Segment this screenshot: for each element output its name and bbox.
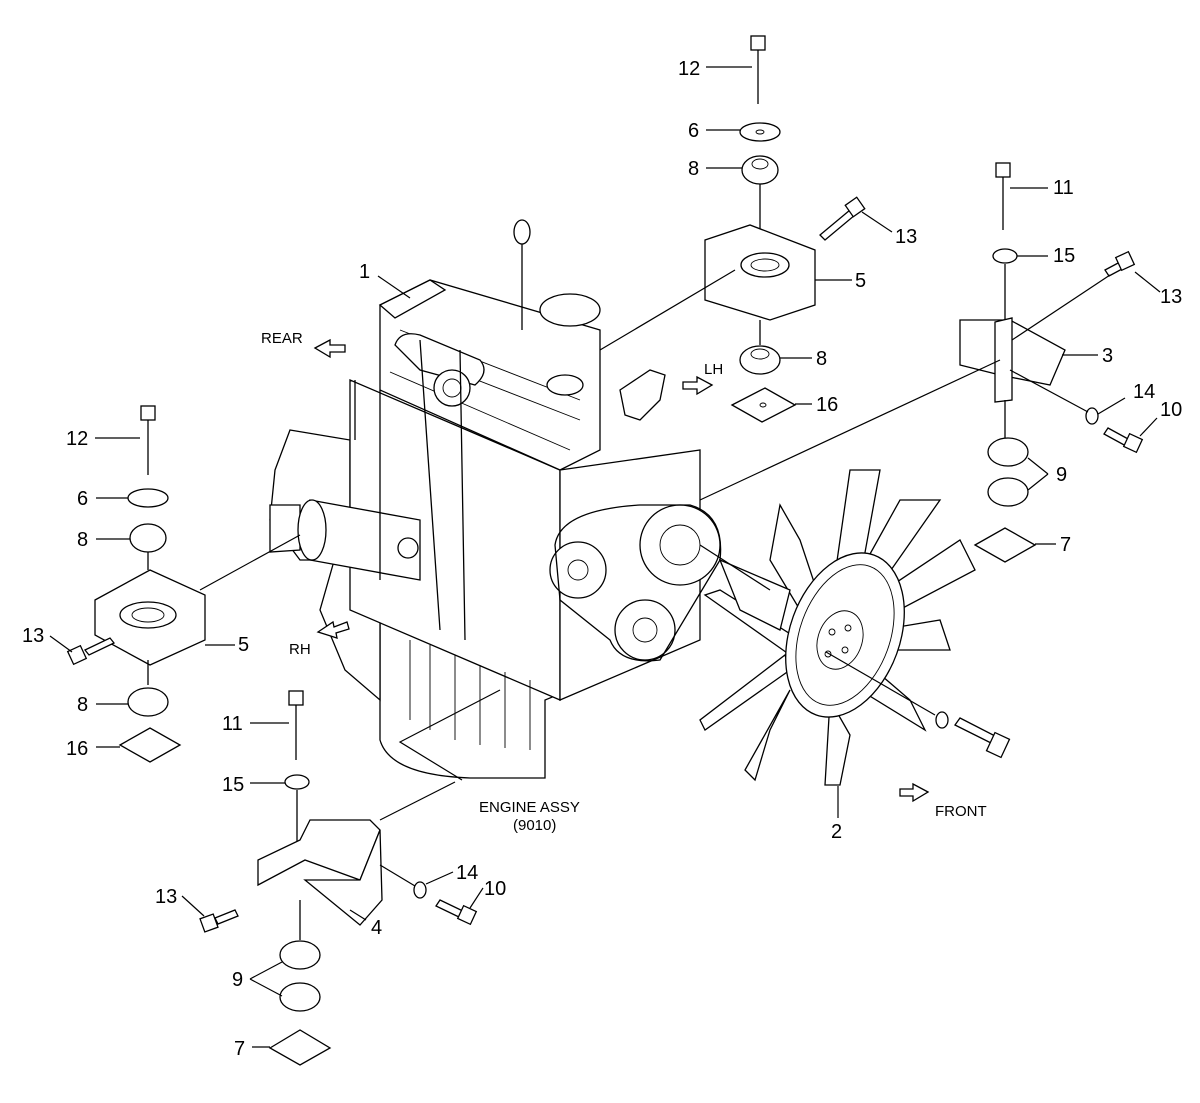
callout-8-left-lower: 8 bbox=[77, 694, 88, 716]
callout-7-right: 7 bbox=[1060, 534, 1071, 556]
callout-leaders bbox=[49, 66, 1161, 1048]
lh-arrow bbox=[682, 375, 714, 396]
engine-code-label: (9010) bbox=[513, 817, 556, 834]
callout-5-top: 5 bbox=[855, 270, 866, 292]
callout-4: 4 bbox=[371, 917, 382, 939]
rear-label: REAR bbox=[261, 330, 303, 347]
callout-5-left: 5 bbox=[238, 634, 249, 656]
callout-9-bottom: 9 bbox=[232, 969, 243, 991]
callout-2: 2 bbox=[831, 821, 842, 843]
cooling-fan bbox=[699, 469, 976, 786]
rear-arrow bbox=[313, 338, 346, 359]
callout-6-left: 6 bbox=[77, 488, 88, 510]
callout-1: 1 bbox=[359, 261, 370, 283]
callout-12-top: 12 bbox=[678, 58, 700, 80]
mount-bottom bbox=[199, 690, 478, 1066]
engine-assembly bbox=[269, 219, 722, 779]
engine-assy-label: ENGINE ASSY bbox=[479, 799, 580, 816]
callout-15-right: 15 bbox=[1053, 245, 1075, 267]
callout-10-bottom: 10 bbox=[484, 878, 506, 900]
callout-14-right: 14 bbox=[1133, 381, 1155, 403]
fan-washer bbox=[935, 711, 949, 729]
callout-13-right: 13 bbox=[1160, 286, 1182, 308]
callout-15-bottom: 15 bbox=[222, 774, 244, 796]
callout-11-bottom: 11 bbox=[222, 713, 243, 735]
callout-13-left: 13 bbox=[22, 625, 44, 647]
callout-16-center: 16 bbox=[816, 394, 838, 416]
front-label: FRONT bbox=[935, 803, 987, 820]
callout-8-top: 8 bbox=[688, 158, 699, 180]
mount-top-center bbox=[704, 35, 866, 423]
front-arrow bbox=[899, 782, 930, 803]
callout-8-left-upper: 8 bbox=[77, 529, 88, 551]
callout-13-top: 13 bbox=[895, 226, 917, 248]
callout-11-right: 11 bbox=[1053, 177, 1074, 199]
callout-8-center: 8 bbox=[816, 348, 827, 370]
mount-right bbox=[959, 162, 1144, 563]
callout-14-bottom: 14 bbox=[456, 862, 478, 884]
callout-7-bottom: 7 bbox=[234, 1038, 245, 1060]
rh-label: RH bbox=[289, 641, 311, 658]
mount-left bbox=[66, 405, 206, 763]
rh-arrow bbox=[316, 620, 350, 639]
callout-16-left: 16 bbox=[66, 738, 88, 760]
lh-label: LH bbox=[704, 361, 723, 378]
callout-6-top: 6 bbox=[688, 120, 699, 142]
callout-3: 3 bbox=[1102, 345, 1113, 367]
callout-13-bottom: 13 bbox=[155, 886, 177, 908]
callout-10-right: 10 bbox=[1160, 399, 1182, 421]
callout-9-right: 9 bbox=[1056, 464, 1067, 486]
callout-12-left: 12 bbox=[66, 428, 88, 450]
